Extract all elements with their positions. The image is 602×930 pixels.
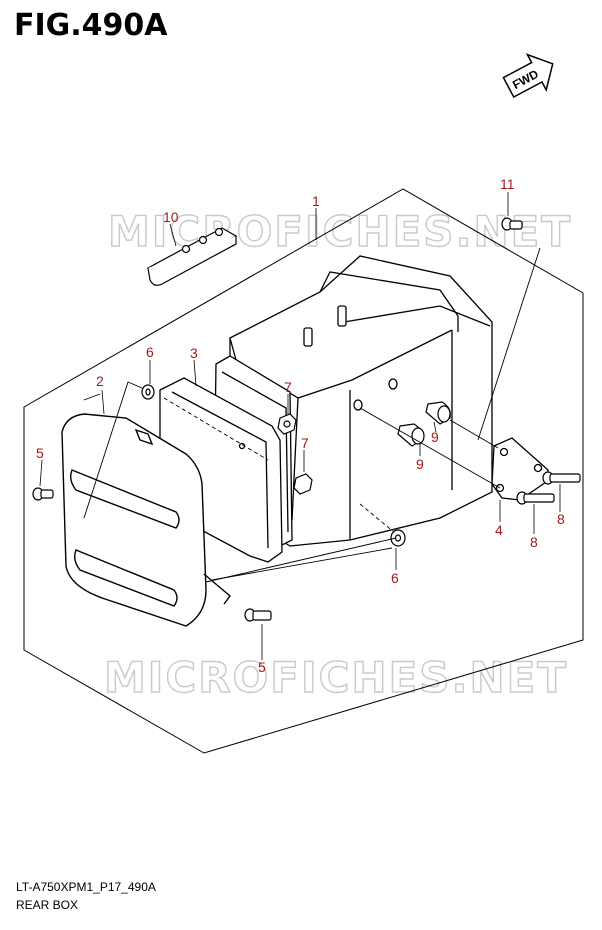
callout-3: 3 — [190, 345, 198, 361]
diagram-code: LT-A750XPM1_P17_490A — [16, 880, 156, 894]
part-5-screws — [32, 487, 272, 622]
callout-6a: 6 — [146, 344, 154, 360]
callout-7b: 7 — [301, 435, 309, 451]
callout-2: 2 — [96, 373, 104, 389]
part-6-washers — [141, 384, 406, 547]
figure-title: FIG.490A — [14, 8, 168, 43]
callout-10: 10 — [163, 209, 179, 225]
callout-5b: 5 — [258, 659, 266, 675]
assembly-frame — [23, 188, 584, 754]
callout-9a: 9 — [431, 429, 439, 445]
assembly-guide-lines — [83, 247, 541, 583]
callout-1: 1 — [312, 193, 320, 209]
part-8-bolts — [516, 471, 581, 505]
part-4-plate — [491, 437, 549, 501]
callout-11: 11 — [500, 176, 515, 192]
watermark-bottom: MICROFICHES.NET — [104, 653, 568, 702]
part-10-bracket — [146, 227, 238, 286]
leader-lines — [39, 192, 561, 660]
callout-5a: 5 — [36, 445, 44, 461]
callout-8b: 8 — [530, 534, 538, 550]
part-7-nuts — [277, 413, 313, 495]
callout-7a: 7 — [284, 379, 292, 395]
part-2-cover — [61, 413, 231, 627]
callout-8a: 8 — [557, 511, 565, 527]
callout-4: 4 — [495, 522, 503, 538]
diagram-name: REAR BOX — [16, 898, 79, 912]
fwd-arrow-icon: FWD — [502, 53, 554, 99]
part-11-screw — [501, 217, 523, 231]
callout-9b: 9 — [416, 456, 424, 472]
callout-6b: 6 — [391, 570, 399, 586]
